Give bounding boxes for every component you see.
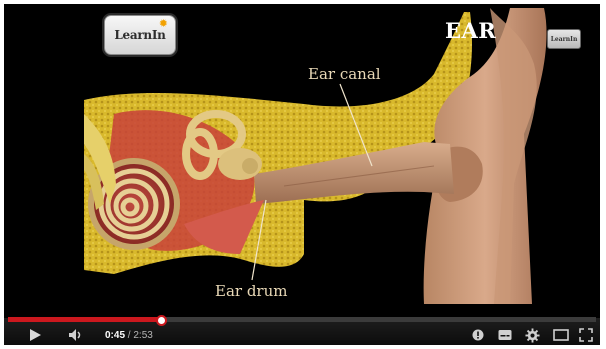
- play-button[interactable]: [28, 326, 42, 344]
- fullscreen-icon: [579, 328, 593, 342]
- volume-icon: [68, 328, 84, 342]
- captions-icon: [498, 329, 512, 341]
- captions-button[interactable]: [498, 326, 512, 344]
- progress-played: [8, 317, 161, 322]
- watermark-text: LearnIn: [551, 36, 578, 43]
- play-icon: [28, 328, 42, 342]
- video-title-overlay: EAR: [445, 18, 496, 43]
- gear-icon: [525, 328, 540, 343]
- theater-mode-icon: [553, 329, 569, 341]
- time-display: 0:45 / 2:53: [105, 330, 153, 341]
- ear-canal-label: Ear canal: [308, 65, 381, 83]
- annotations-button[interactable]: [472, 326, 484, 344]
- current-time: 0:45: [105, 330, 125, 341]
- video-player[interactable]: ✹ LearnIn LearnIn EAR Ear canal Ear drum…: [4, 4, 600, 345]
- duration: 2:53: [133, 330, 152, 341]
- ear-illustration: [4, 4, 600, 318]
- volume-button[interactable]: [68, 326, 84, 344]
- time-separator: /: [128, 330, 131, 341]
- fullscreen-button[interactable]: [579, 326, 593, 344]
- ear-drum-label: Ear drum: [215, 282, 288, 300]
- channel-watermark[interactable]: LearnIn: [547, 29, 581, 49]
- learnin-logo: ✹ LearnIn: [104, 15, 176, 55]
- sun-icon: ✹: [159, 19, 168, 30]
- annotations-icon: [472, 329, 484, 341]
- logo-text: LearnIn: [114, 28, 165, 42]
- progress-bar[interactable]: [8, 317, 596, 322]
- theater-mode-button[interactable]: [553, 326, 569, 344]
- settings-button[interactable]: [525, 326, 540, 344]
- progress-scrubber[interactable]: [156, 315, 167, 326]
- video-frame[interactable]: ✹ LearnIn LearnIn EAR Ear canal Ear drum: [4, 4, 600, 318]
